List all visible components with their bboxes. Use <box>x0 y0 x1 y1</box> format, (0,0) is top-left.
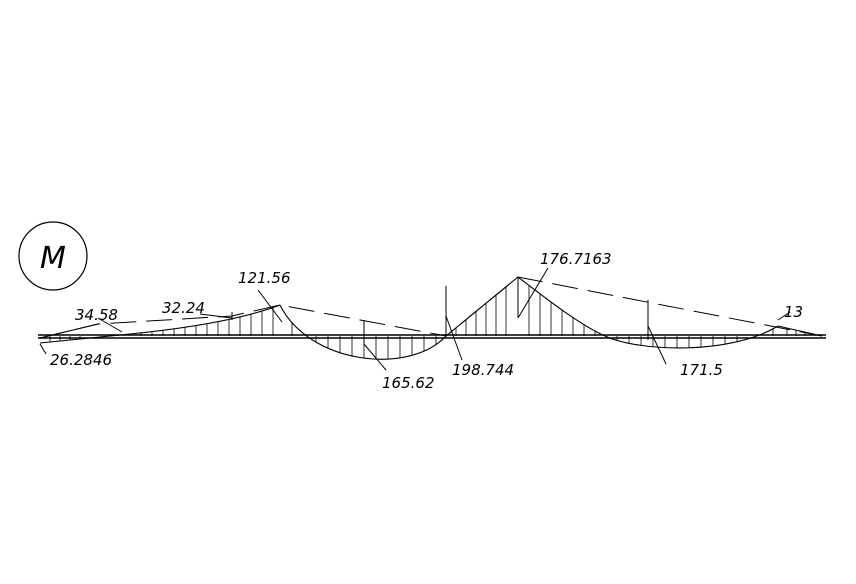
label-13: 13 <box>784 303 803 321</box>
symbol-letter: M <box>40 241 66 276</box>
label-121-56: 121.56 <box>238 269 291 287</box>
label-26-2846: 26.2846 <box>50 351 112 369</box>
leader-121-56 <box>257 289 283 323</box>
label-34-58: 34.58 <box>75 306 118 324</box>
moment-curve <box>39 276 823 360</box>
label-32-24: 32.24 <box>162 299 205 317</box>
leader-171-5 <box>647 325 667 365</box>
leader-34-58 <box>97 317 123 333</box>
hatch-lines <box>49 285 806 360</box>
leader-lines <box>39 267 791 371</box>
beam <box>38 334 826 339</box>
dashed-reference-lines <box>39 276 823 339</box>
leader-32-24 <box>199 313 233 319</box>
label-171-5: 171.5 <box>680 361 723 379</box>
moment-symbol: M <box>18 221 88 291</box>
leader-26-2846 <box>39 343 47 355</box>
label-165-62: 165.62 <box>382 374 435 392</box>
label-198-744: 198.744 <box>452 361 514 379</box>
leader-13 <box>777 311 791 321</box>
symbol-circle <box>18 221 88 291</box>
leader-198-744 <box>445 315 463 361</box>
leader-176-7163 <box>517 267 549 319</box>
value-labels: 26.2846 34.58 32.24 121.56 165.62 198.74… <box>50 250 803 392</box>
leader-165-62 <box>363 343 387 371</box>
label-176-7163: 176.7163 <box>540 250 612 268</box>
